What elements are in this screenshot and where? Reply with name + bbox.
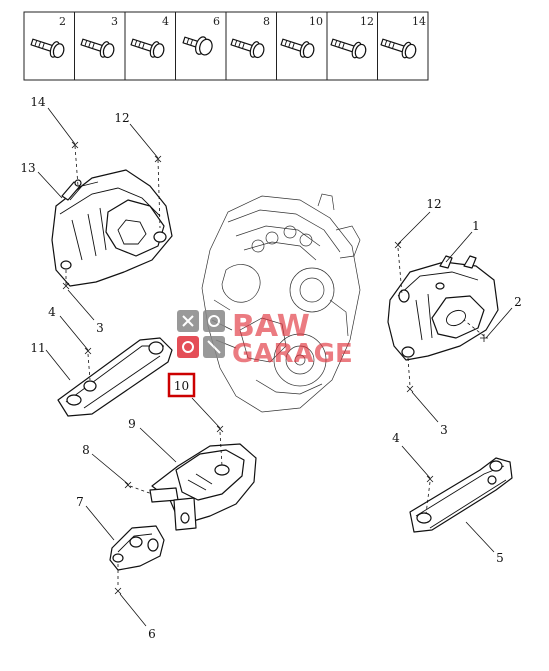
bolt-number: 6 (213, 15, 220, 28)
callout-1: 1 (472, 219, 480, 233)
bolt-icon (80, 38, 115, 59)
callout-4-right: 4 (392, 431, 400, 445)
callout-10: 10 (174, 379, 189, 393)
mount-bracket-9 (149, 443, 257, 531)
callout-10-highlight: 10 (167, 372, 196, 398)
callout-2: 2 (514, 295, 522, 309)
bolt-number: 12 (360, 15, 374, 28)
bolt-number: 8 (263, 15, 270, 28)
bolt-cell-12: 12 (330, 12, 378, 80)
callout-7: 7 (76, 495, 84, 509)
callout-5: 5 (496, 551, 504, 565)
callout-9: 9 (128, 417, 136, 431)
bolt-number: 14 (412, 15, 426, 28)
callout-12-right: 12 (426, 197, 441, 211)
bolt-cell-2: 2 (30, 12, 75, 80)
engine-illustration (201, 193, 361, 413)
callout-labels: 14 12 13 3 4 11 10 9 8 7 6 12 1 2 3 4 5 (20, 95, 521, 641)
bolt-cell-14: 14 (380, 15, 426, 59)
callout-8: 8 (82, 443, 90, 457)
bolt-icon (380, 38, 417, 59)
bolt-cell-3: 3 (80, 12, 126, 80)
bolt-number: 3 (111, 15, 118, 28)
callout-3-left: 3 (96, 321, 104, 335)
mount-bracket-1 (387, 255, 499, 361)
bracket-plate-11 (57, 337, 173, 417)
bolt-cell-4: 4 (130, 12, 176, 80)
bolt-cell-6: 6 (182, 12, 227, 80)
bolt-icon (280, 38, 315, 59)
leader-lines (37, 107, 513, 627)
bolt-icon (30, 38, 65, 59)
callout-6: 6 (148, 627, 156, 641)
callout-12-top: 12 (114, 111, 129, 125)
bracket-plate-5 (409, 457, 513, 533)
bolt-icon (182, 36, 213, 56)
watermark-line1: BAW (232, 309, 310, 344)
mount-bracket-7 (109, 525, 165, 571)
callout-11: 11 (30, 341, 45, 355)
bolt-icon (330, 38, 367, 59)
callout-4-left: 4 (48, 305, 56, 319)
watermark-line2: GARAGE (232, 339, 353, 369)
bolt-cell-8: 8 (230, 12, 277, 80)
bolt-icon (230, 38, 265, 59)
callout-3-right: 3 (440, 423, 448, 437)
bolt-number: 2 (59, 15, 66, 28)
bolt-icon (130, 38, 165, 59)
callout-14-top: 14 (30, 95, 46, 109)
watermark-logo: BAW GARAGE (177, 309, 353, 369)
bolt-number: 10 (309, 15, 323, 28)
bolt-cell-10: 10 (280, 12, 328, 80)
bolt-number: 4 (162, 15, 169, 28)
bolt-table: 2 3 4 (23, 11, 429, 81)
mount-bracket-13 (51, 169, 173, 287)
callout-13: 13 (20, 161, 35, 175)
